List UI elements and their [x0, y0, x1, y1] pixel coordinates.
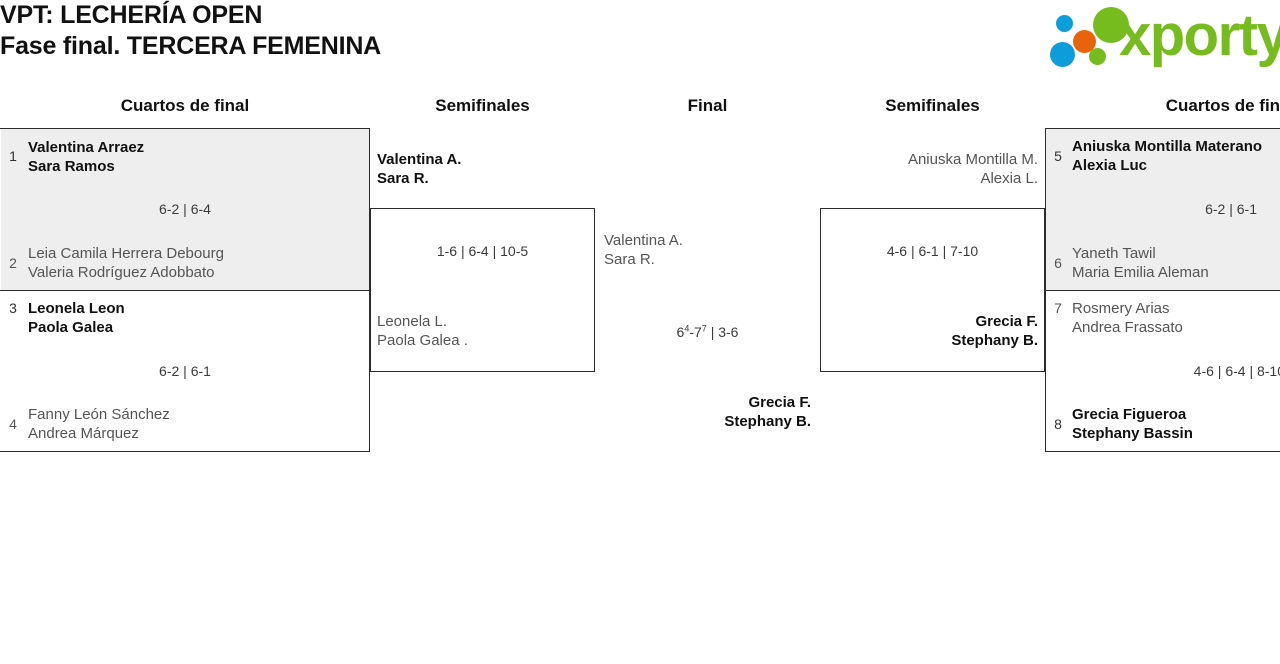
team-semifinal-left-bottom[interactable]: Leonela L. Paola Galea .: [377, 312, 468, 350]
team-quarterfinal-8-bottom[interactable]: Grecia Figueroa Stephany Bassin: [1072, 405, 1193, 443]
quarterfinal-divider-left: [0, 290, 370, 291]
seed-number-6: 6: [1054, 255, 1062, 271]
player-name: Valentina A.: [377, 151, 462, 168]
player-name: Paola Galea: [28, 319, 114, 336]
match-highlight-quarterfinal-1: [1, 129, 369, 290]
semifinal-left-box: [370, 208, 595, 372]
team-quarterfinal-2-top[interactable]: Leonela Leon Paola Galea: [28, 299, 125, 337]
player-name: Maria Emilia Aleman: [1072, 264, 1209, 281]
logo-dot-blue-small-icon: [1056, 15, 1073, 32]
seed-number-4: 4: [9, 416, 17, 432]
xporty-logo[interactable]: xporty: [1045, 3, 1280, 68]
player-name: Alexia L.: [980, 170, 1038, 187]
seed-number-8: 8: [1054, 416, 1062, 432]
score-final-set1-tiebreak: 4: [684, 323, 690, 334]
player-name: Aniuska Montilla M.: [907, 151, 1038, 168]
page-title: VPT: LECHERÍA OPEN Fase final. TERCERA F…: [0, 0, 900, 62]
score-quarterfinal-1: 6-2 | 6-4: [159, 201, 211, 217]
player-name: Sara R.: [604, 251, 655, 268]
team-final-left[interactable]: Valentina A. Sara R.: [604, 231, 683, 269]
player-name: Alexia Luc: [1072, 157, 1148, 174]
score-final-set1-opp: -7: [689, 324, 702, 340]
player-name: Andrea Márquez: [28, 425, 139, 442]
player-name: Stephany B.: [951, 332, 1038, 349]
logo-dot-blue-large-icon: [1050, 42, 1075, 67]
player-name: Paola Galea .: [377, 332, 468, 349]
team-final-right[interactable]: Grecia F. Stephany B.: [595, 393, 811, 431]
player-name: Grecia Figueroa: [1072, 406, 1187, 423]
player-name: Leonela Leon: [28, 300, 125, 317]
player-name: Leonela L.: [377, 313, 448, 330]
seed-number-2: 2: [9, 255, 17, 271]
team-quarterfinal-2-bottom[interactable]: Fanny León Sánchez Andrea Márquez: [28, 405, 170, 443]
score-final-set1-opp-tiebreak: 7: [701, 323, 707, 334]
score-final: 64-77 | 3-6: [595, 324, 820, 340]
quarterfinal-divider-right: [1045, 290, 1280, 291]
semifinal-right-box: [820, 208, 1045, 372]
round-header-semifinals-right: Semifinales: [885, 96, 980, 115]
team-semifinal-left-top[interactable]: Valentina A. Sara R.: [377, 150, 461, 188]
team-quarterfinal-7-top[interactable]: Rosmery Arias Andrea Frassato: [1072, 299, 1183, 337]
seed-number-1: 1: [9, 148, 17, 164]
player-name: Stephany B.: [724, 413, 811, 430]
team-quarterfinal-1-top[interactable]: Valentina Arraez Sara Ramos: [28, 138, 144, 176]
player-name: Aniuska Montilla Materano: [1072, 138, 1263, 155]
seed-number-3: 3: [9, 300, 17, 316]
round-header-semifinals-left: Semifinales: [435, 96, 530, 115]
page-title-line-2: Fase final. TERCERA FEMENINA: [0, 32, 382, 60]
player-name: Leia Camila Herrera Debourg: [28, 245, 224, 262]
player-name: Fanny León Sánchez: [28, 406, 170, 423]
player-name: Grecia F.: [975, 313, 1038, 330]
score-final-set1-games: 6: [676, 324, 685, 340]
round-header-final: Final: [687, 96, 728, 115]
score-semifinal-left: 1-6 | 6-4 | 10-5: [436, 243, 529, 259]
team-semifinal-right-bottom[interactable]: Grecia F. Stephany B.: [820, 312, 1038, 350]
team-quarterfinal-1-bottom[interactable]: Leia Camila Herrera Debourg Valeria Rodr…: [28, 244, 224, 282]
team-quarterfinal-5-top[interactable]: Aniuska Montilla Materano Alexia Luc: [1072, 137, 1262, 175]
team-quarterfinal-5-bottom[interactable]: Yaneth Tawil Maria Emilia Aleman: [1072, 244, 1209, 282]
page-title-line-1: VPT: LECHERÍA OPEN: [0, 1, 263, 29]
player-name: Valeria Rodríguez Adobbato: [28, 264, 215, 281]
player-name: Rosmery Arias: [1072, 300, 1170, 317]
seed-number-7: 7: [1054, 300, 1062, 316]
player-name: Andrea Frassato: [1072, 319, 1183, 336]
player-name: Valentina Arraez: [28, 139, 145, 156]
player-name: Stephany Bassin: [1072, 425, 1193, 442]
team-semifinal-right-top[interactable]: Aniuska Montilla M. Alexia L.: [820, 150, 1038, 188]
score-semifinal-right: 4-6 | 6-1 | 7-10: [886, 243, 979, 259]
round-header-quarterfinals-right: Cuartos de final: [1165, 96, 1280, 115]
score-final-set2: | 3-6: [706, 324, 739, 340]
seed-number-5: 5: [1054, 148, 1062, 164]
score-quarterfinal-7: 4-6 | 6-4 | 8-10: [1193, 363, 1280, 379]
logo-dot-green-large-icon: [1093, 7, 1129, 43]
score-quarterfinal-2: 6-2 | 6-1: [159, 363, 211, 379]
round-header-quarterfinals-left: Cuartos de final: [120, 96, 250, 115]
logo-wordmark: xporty: [1119, 3, 1280, 68]
player-name: Sara R.: [377, 170, 429, 187]
logo-dot-orange-icon: [1073, 30, 1096, 53]
match-highlight-quarterfinal-5: [1046, 129, 1280, 290]
player-name: Valentina A.: [604, 232, 683, 249]
score-quarterfinal-5: 6-2 | 6-1: [1205, 201, 1257, 217]
player-name: Grecia F.: [748, 394, 811, 411]
logo-dot-green-small-icon: [1089, 48, 1106, 65]
player-name: Sara Ramos: [28, 158, 115, 175]
player-name: Yaneth Tawil: [1072, 245, 1156, 262]
